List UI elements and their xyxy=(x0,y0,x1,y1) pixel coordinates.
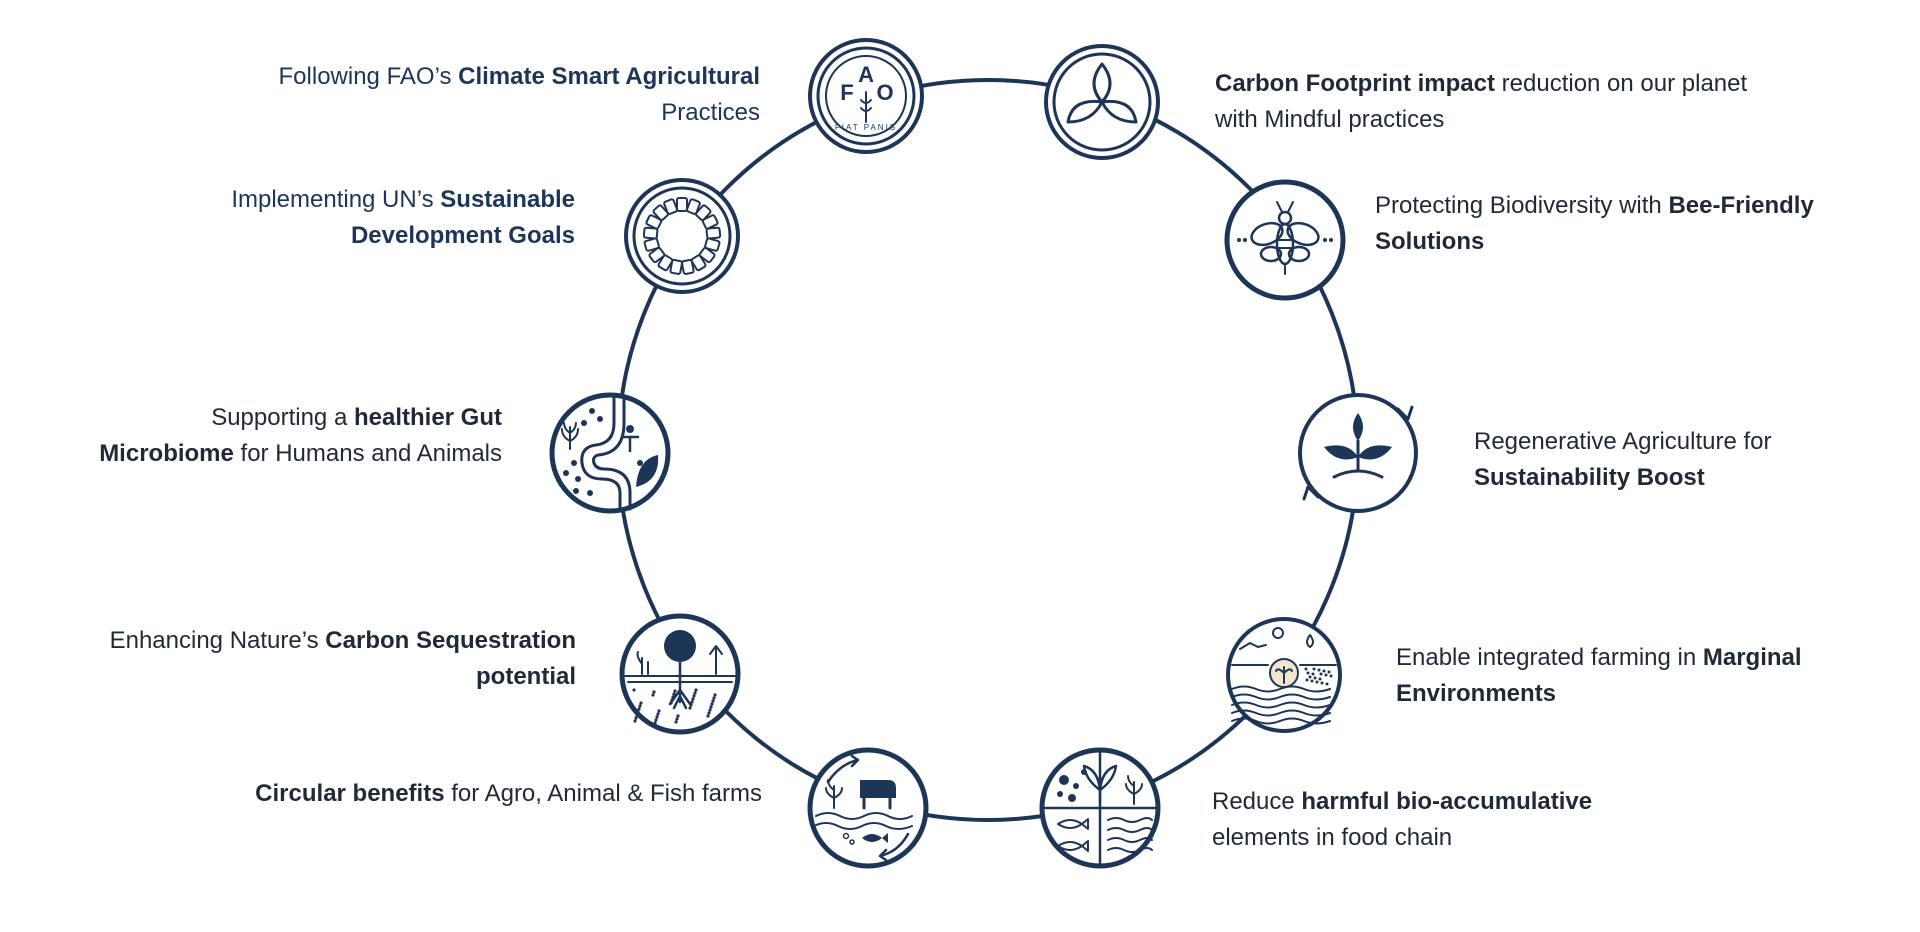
food-chain-icon xyxy=(1039,747,1161,869)
svg-text:A: A xyxy=(858,62,874,87)
label-gut: Supporting a healthier Gut Microbiome fo… xyxy=(99,404,502,467)
label-bioaccumulative: Reduce harmful bio-accumulative elements… xyxy=(1212,788,1593,851)
sdg-wheel-icon xyxy=(624,178,740,294)
label-carbon-sequestration: Enhancing Nature’s Carbon Sequestration … xyxy=(109,627,576,690)
svg-text:O: O xyxy=(876,80,893,105)
gut-microbiome-icon xyxy=(549,392,671,514)
label-fao: Following FAO’s Climate Smart Agricultur… xyxy=(278,63,760,126)
label-regenerative: Regenerative Agriculture for Sustainabil… xyxy=(1474,428,1772,491)
sprout-cycle-icon xyxy=(1298,393,1418,513)
circular-farm-icon xyxy=(807,747,929,869)
svg-text:F: F xyxy=(840,80,853,105)
fao-emblem-icon: FAO FIAT PANIS xyxy=(808,38,924,154)
trefoil-leaf-icon xyxy=(1044,44,1160,160)
label-marginal: Enable integrated farming in Marginal En… xyxy=(1396,644,1802,707)
bee-icon xyxy=(1224,179,1346,301)
label-bee: Protecting Biodiversity with Bee-Friendl… xyxy=(1375,192,1814,255)
label-carbon-footprint: Carbon Footprint impact reduction on our… xyxy=(1215,70,1748,133)
svg-text:FIAT PANIS: FIAT PANIS xyxy=(835,123,897,132)
marginal-environment-icon xyxy=(1226,617,1342,733)
label-sdg: Implementing UN’s Sustainable Developmen… xyxy=(231,186,575,249)
label-circular: Circular benefits for Agro, Animal & Fis… xyxy=(255,780,762,807)
carbon-sequestration-icon xyxy=(619,613,741,735)
